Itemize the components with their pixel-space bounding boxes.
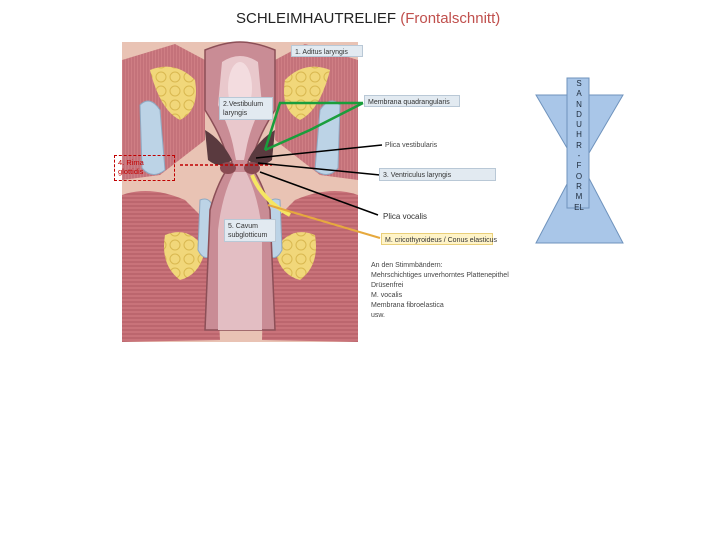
note-line: An den Stimmbändern: (371, 261, 509, 271)
sanduhr-letter: H (572, 130, 586, 140)
sanduhr-letter: R (572, 141, 586, 151)
note-line: Drüsenfrei (371, 281, 509, 291)
sanduhr-letter: A (572, 89, 586, 99)
sanduhr-letter: D (572, 110, 586, 120)
label-rima-glottidis: 4. Rima glottidis (114, 155, 175, 181)
label-ventriculus-laryngis: 3. Ventriculus laryngis (379, 168, 496, 181)
sanduhr-letter: S (572, 79, 586, 89)
vocal-fold-notes: An den Stimmbändern: Mehrschichtiges unv… (371, 261, 509, 321)
label-vestibulum-laryngis: 2.Vestibulum laryngis (219, 97, 273, 120)
label-cavum-line2: subglotticum (228, 231, 272, 240)
label-membrana-quadrangularis: Membrana quadrangularis (364, 95, 460, 107)
label-vestibulum-line1: 2.Vestibulum (223, 100, 269, 109)
note-line: Membrana fibroelastica (371, 301, 509, 311)
label-rima-line1: 4. Rima (118, 158, 171, 167)
note-line: usw. (371, 311, 509, 321)
label-rima-line2: glottidis (118, 167, 171, 176)
label-cavum-subglotticum: 5. Cavum subglotticum (224, 219, 276, 242)
label-plica-vocalis: Plica vocalis (380, 210, 430, 223)
label-vestibulum-line2: laryngis (223, 109, 269, 118)
label-cavum-line1: 5. Cavum (228, 222, 272, 231)
label-conus-elasticus: M. cricothyroideus / Conus elasticus (381, 233, 493, 245)
note-line: Mehrschichtiges unverhorntes Plattenepit… (371, 271, 509, 281)
sanduhr-letter: M (572, 192, 586, 202)
label-plica-vestibularis: Plica vestibularis (382, 139, 440, 152)
sanduhr-letter: F (572, 161, 586, 171)
sanduhr-formel-text: S A N D U H R - F O R M EL (572, 79, 586, 213)
label-aditus-laryngis: 1. Aditus laryngis (291, 45, 363, 57)
note-line: M. vocalis (371, 291, 509, 301)
sanduhr-letter: O (572, 172, 586, 182)
sanduhr-letter: N (572, 100, 586, 110)
sanduhr-letter: EL (572, 203, 586, 213)
sanduhr-letter: U (572, 120, 586, 130)
sanduhr-letter: R (572, 182, 586, 192)
sanduhr-letter: - (572, 151, 586, 161)
